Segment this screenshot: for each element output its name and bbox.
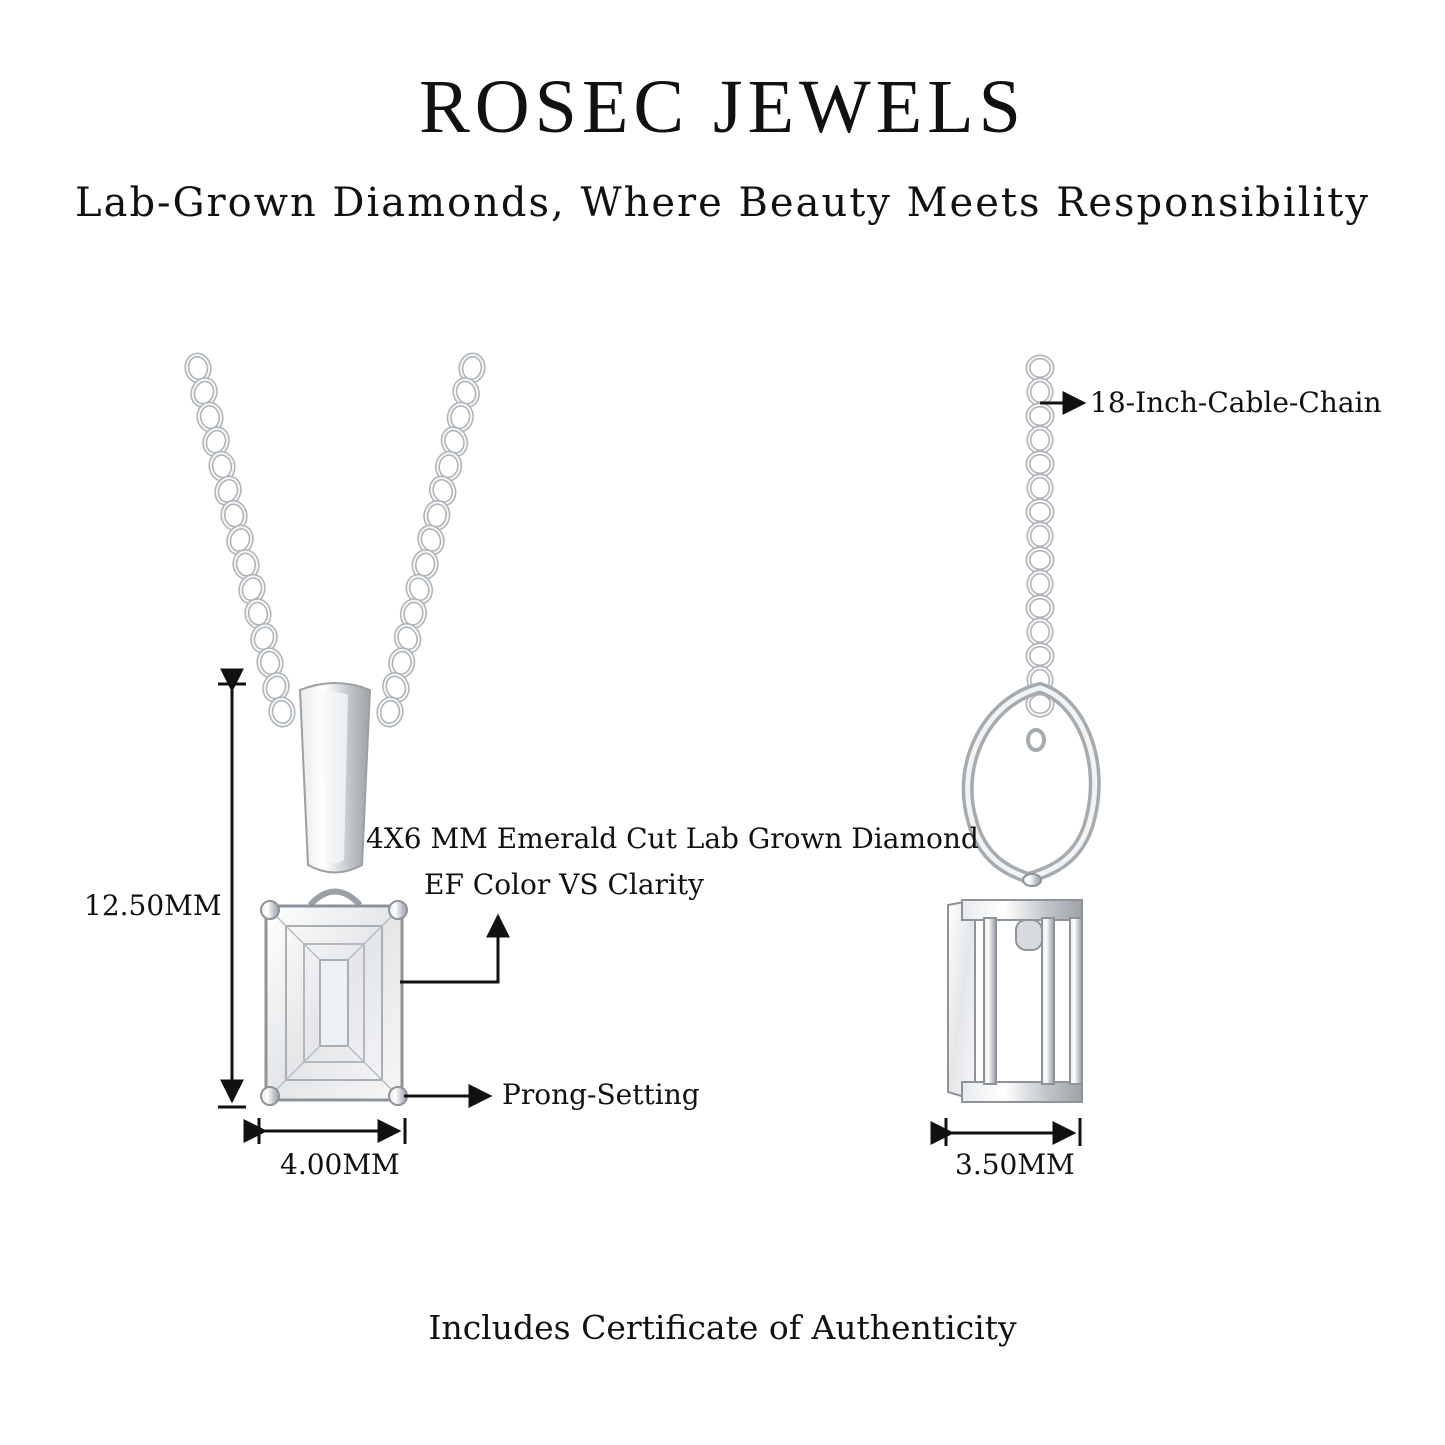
chain-link	[383, 673, 409, 702]
chain-link	[269, 698, 295, 726]
side-width-dimension	[930, 1118, 1082, 1146]
chain-link	[1027, 404, 1053, 428]
chain-link	[1028, 619, 1052, 645]
chain-link	[215, 477, 241, 505]
front-stone-setting	[260, 888, 408, 1106]
stone-description-line2: EF Color VS Clarity	[424, 868, 704, 901]
chain-link	[227, 526, 253, 554]
side-bail	[961, 681, 1101, 887]
chain-link	[1027, 596, 1053, 620]
side-chain	[1025, 354, 1055, 718]
chain-link	[1028, 427, 1052, 453]
tagline: Lab-Grown Diamonds, Where Beauty Meets R…	[75, 180, 1370, 226]
chain-link	[203, 427, 229, 456]
prong-setting-label: Prong-Setting	[502, 1078, 700, 1111]
height-dimension	[218, 668, 246, 1109]
chain-link	[395, 624, 420, 653]
chain-link	[376, 696, 404, 728]
stone-description-line1: 4X6 MM Emerald Cut Lab Grown Diamond	[366, 822, 979, 855]
front-width-dimension	[243, 1118, 407, 1144]
chain-link	[442, 427, 467, 456]
chain-link	[430, 477, 455, 505]
chain-link	[251, 624, 277, 653]
chain-link	[268, 696, 296, 728]
chain-link	[239, 575, 265, 603]
height-label: 12.50MM	[84, 889, 222, 922]
certificate-note: Includes Certificate of Authenticity	[428, 1308, 1017, 1347]
chain-link	[377, 698, 403, 726]
chain-link	[453, 378, 479, 407]
chain-link	[407, 575, 432, 603]
front-bail	[298, 682, 372, 874]
chain-link	[1027, 644, 1053, 668]
chain-link	[418, 526, 444, 554]
stone-callout-line	[400, 913, 510, 984]
chain-link	[191, 378, 217, 407]
chain-label: 18-Inch-Cable-Chain	[1090, 386, 1382, 419]
side-width-label: 3.50MM	[955, 1148, 1075, 1181]
front-width-label: 4.00MM	[280, 1148, 400, 1181]
chain-link	[1027, 548, 1053, 572]
brand-title: ROSEC JEWELS	[419, 65, 1026, 149]
chain-link	[1028, 475, 1052, 501]
chain-link	[263, 673, 289, 702]
front-chain	[184, 352, 486, 728]
chain-link	[1028, 379, 1052, 405]
chain-link	[1028, 523, 1052, 549]
side-stone-setting	[947, 898, 1085, 1103]
chain-link	[1027, 356, 1053, 380]
chain-link	[1028, 571, 1052, 597]
chain-link	[1027, 452, 1053, 476]
chain-link	[1027, 500, 1053, 524]
